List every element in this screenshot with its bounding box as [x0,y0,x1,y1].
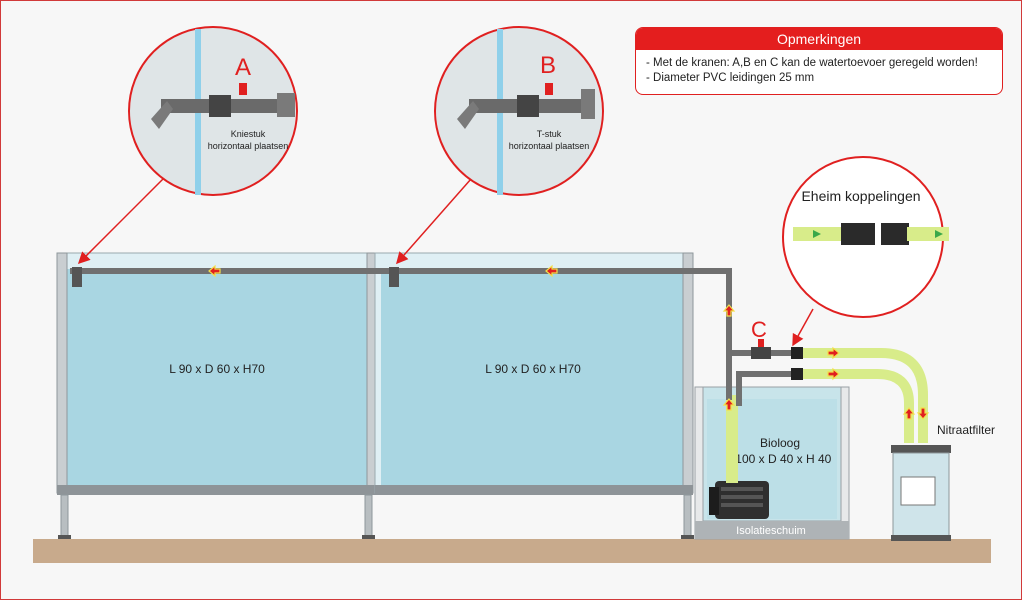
tank-left-label: L 90 x D 60 x H70 [169,362,265,376]
valve-c [751,339,803,380]
eheim-title: Eheim koppelingen [801,188,920,204]
callout-b-letter: B [540,52,556,79]
outlet-a [72,267,82,287]
pump [709,481,769,519]
nitrate-label: Nitraatfilter [937,423,995,437]
flow-arrow-up-2 [722,398,736,411]
nitrate-filter [891,445,951,541]
callout-line-a [77,178,164,265]
callout-b-caption-1: T-stuk [537,129,562,139]
biofilter-label-line1: Bioloog [760,436,800,450]
tank-right-label: L 90 x D 60 x H70 [485,362,581,376]
callout-a [128,26,298,196]
tank-left: L 90 x D 60 x H70 [56,252,378,539]
insulation-label: Isolatieschuim [736,525,806,537]
callout-line-b [396,178,472,265]
flow-arrow-up-3 [902,407,916,420]
label-c: C [751,317,767,342]
flow-arrow-left-2 [545,264,558,278]
flow-arrow-right-1 [827,346,840,360]
hoses-to-nitrate [803,348,928,443]
pump-riser-hose [726,395,738,483]
notes-title: Opmerkingen [636,28,1002,50]
callout-line-c [792,308,814,347]
tank-right: L 90 x D 60 x H70 [374,252,694,539]
biofilter-label-line2: L100 x D 40 x H 40 [729,452,832,466]
flow-arrow-right-2 [827,367,840,381]
flow-arrows [208,264,930,420]
notes-item: - Met de kranen: A,B en C kan de waterto… [646,57,978,69]
callout-a-letter: A [235,54,251,81]
callout-b-caption-2: horizontaal plaatsen [509,141,590,151]
flow-arrow-left-1 [208,264,221,278]
notes-box: Opmerkingen - Met de kranen: A,B en C ka… [635,27,1003,95]
callout-eheim [782,156,949,318]
notes-item: - Diameter PVC leidingen 25 mm [646,72,815,84]
flow-arrow-up-1 [722,304,736,317]
notes-list: - Met de kranen: A,B en C kan de waterto… [646,56,1002,86]
callout-a-caption-1: Kniestuk [231,129,266,139]
callout-a-caption-2: horizontaal plaatsen [208,141,289,151]
floor [33,539,991,563]
outlet-b [389,267,399,287]
callout-b [434,26,604,196]
flow-arrow-down-1 [916,407,930,420]
